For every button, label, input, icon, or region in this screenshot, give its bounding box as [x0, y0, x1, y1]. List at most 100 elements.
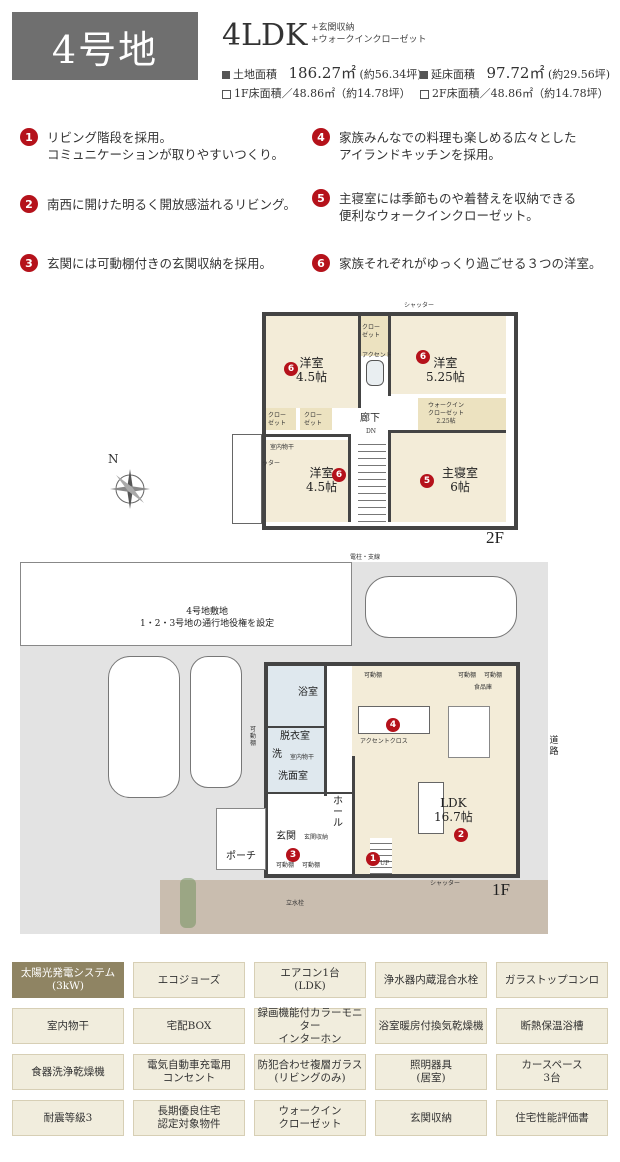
- equipment-item: 室内物干: [12, 1008, 124, 1044]
- hallway-label: 廊下: [360, 413, 380, 424]
- feature-number: 6: [312, 254, 330, 272]
- shelf-label: 可動棚: [484, 672, 503, 679]
- compass-icon: [100, 455, 160, 515]
- indoor-dry-label: 室内物干: [290, 754, 315, 761]
- down-label: DN: [366, 428, 377, 435]
- equipment-item: 電気自動車充電用 コンセント: [133, 1054, 245, 1090]
- equipment-item: エアコン1台 (LDK): [254, 962, 366, 998]
- filled-square-icon: [420, 71, 428, 79]
- room-western-1: [266, 316, 358, 408]
- wall: [388, 430, 391, 522]
- road-label: 道路: [549, 736, 559, 757]
- feature-number: 4: [312, 128, 330, 146]
- land-area: 土地面積 186.27㎡ (約56.34坪): [222, 62, 422, 83]
- second-floor-area: 2F床面積／48.86㎡（約14.78坪）: [420, 85, 609, 101]
- equipment-item: 住宅性能評価書: [496, 1100, 608, 1136]
- marker-4: 4: [386, 718, 400, 732]
- washroom-label: 洗面室: [278, 771, 308, 782]
- balcony: [232, 434, 262, 524]
- wall: [268, 726, 324, 728]
- feature-text: 便利なウォークインクローゼット。: [339, 208, 539, 223]
- equipment-item: 防犯合わせ複層ガラス (リビングのみ): [254, 1054, 366, 1090]
- floor-area: 延床面積 97.72㎡ (約29.56坪): [420, 62, 610, 83]
- shelf-label: 可動棚: [364, 672, 383, 679]
- closet-top-label: クローゼット: [362, 324, 381, 339]
- wash-mark: 洗: [272, 749, 282, 760]
- feature-6: 6 家族それぞれがゆっくり過ごせる３つの洋室。: [312, 254, 612, 272]
- equipment-item: ガラストップコンロ: [496, 962, 608, 998]
- floor-label-1f: 1F: [492, 880, 510, 899]
- equipment-item: 録画機能付カラーモニター インターホン: [254, 1007, 366, 1045]
- outline-square-icon: [420, 89, 429, 99]
- feature-text: 玄関には可動棚付きの玄関収納を採用。: [47, 256, 273, 271]
- car-icon: [365, 576, 517, 638]
- wall: [390, 430, 506, 433]
- feature-number: 2: [20, 195, 38, 213]
- feature-text: 南西に開けた明るく開放感溢れるリビング。: [47, 197, 297, 212]
- shutter-label-2: シャッター: [250, 460, 281, 467]
- equipment-item: 太陽光発電システム (3kW): [12, 962, 124, 998]
- front-yard: [160, 880, 548, 934]
- closet-left-1: [266, 408, 296, 430]
- feature-text: アイランドキッチンを採用。: [339, 147, 501, 162]
- land-area-label: 土地面積: [233, 68, 277, 81]
- standing-faucet-label: 立水栓: [286, 900, 305, 907]
- walk-in-closet: [418, 398, 506, 430]
- wall: [352, 756, 355, 874]
- closet-left-2-label: クローゼット: [304, 412, 323, 427]
- wall: [358, 316, 361, 408]
- wall: [348, 434, 351, 522]
- porch: [216, 808, 266, 870]
- feature-5: 5 主寝室には季節ものや着替えを収納できる便利なウォークインクローゼット。: [312, 189, 612, 224]
- indoor-dry-label: 室内物干: [270, 444, 295, 451]
- first-floor-area: 1F床面積／48.86㎡（約14.78坪）: [222, 85, 411, 101]
- wall: [388, 316, 391, 396]
- equipment-item: 宅配BOX: [133, 1008, 245, 1044]
- lot-number: 4号地: [51, 27, 159, 72]
- dressing-label: 脱衣室: [280, 731, 310, 742]
- wall: [324, 666, 327, 796]
- marker-6: 6: [332, 468, 346, 482]
- room-master: [390, 432, 506, 522]
- marker-2: 2: [454, 828, 468, 842]
- shutter-label: シャッター: [430, 880, 461, 887]
- feature-text: 家族それぞれがゆっくり過ごせる３つの洋室。: [339, 256, 602, 271]
- feature-text: 家族みんなでの料理も楽しめる広々とした: [339, 130, 577, 145]
- equipment-item: カースペース 3台: [496, 1054, 608, 1090]
- plan-extra-wic: +ウォークインクローゼット: [311, 35, 427, 45]
- feature-number: 1: [20, 128, 38, 146]
- feature-text: コミュニケーションが取りやすいつくり。: [47, 147, 285, 162]
- hall-label: ホール: [333, 796, 343, 829]
- equipment-item: ウォークイン クローゼット: [254, 1100, 366, 1136]
- toilet-icon: [366, 360, 384, 386]
- lot-number-box: 4号地: [12, 12, 198, 80]
- car-icon: [190, 656, 242, 788]
- room-bath: [268, 666, 324, 726]
- marker-1: 1: [366, 852, 380, 866]
- porch-label: ポーチ: [226, 851, 256, 862]
- land-area-tsubo: (約56.34坪): [359, 68, 422, 81]
- first-floor-area-text: 1F床面積／48.86㎡（約14.78坪）: [234, 87, 411, 100]
- dining-table: [448, 706, 490, 758]
- plan-extra-storage: +玄関収納: [311, 23, 355, 33]
- marker-6: 6: [284, 362, 298, 376]
- shutter-label: シャッター: [404, 302, 435, 309]
- shelf-label: 可動棚: [302, 862, 321, 869]
- compass-north-label: N: [108, 452, 119, 466]
- shelf-label: 可動棚: [249, 726, 256, 747]
- equipment-item: 食器洗浄乾燥機: [12, 1054, 124, 1090]
- shelf-label: 可動棚: [276, 862, 295, 869]
- equipment-item: エコジョーズ: [133, 962, 245, 998]
- equipment-item: 耐震等級3: [12, 1100, 124, 1136]
- feature-2: 2 南西に開けた明るく開放感溢れるリビング。: [20, 195, 310, 213]
- room-western-3: [266, 440, 348, 522]
- wall: [266, 434, 348, 437]
- feature-3: 3 玄関には可動棚付きの玄関収納を採用。: [20, 254, 310, 272]
